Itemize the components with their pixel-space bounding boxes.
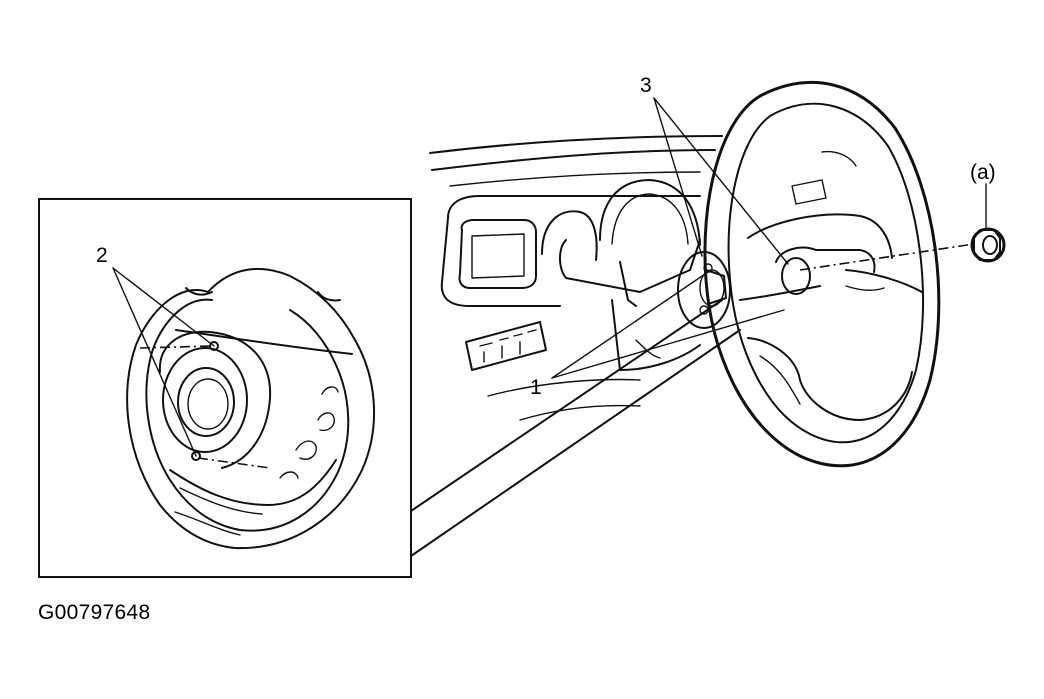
leader-1-upper xyxy=(551,271,709,379)
steering-column-edge xyxy=(619,261,637,307)
inset-cover-mark-4 xyxy=(279,471,299,479)
inset-cover-mark-3 xyxy=(321,386,339,395)
leader-3-wheel xyxy=(653,97,789,265)
wheel-inner-rim xyxy=(727,102,925,444)
dash-top-line-1 xyxy=(429,135,723,154)
wheel-outer-rim xyxy=(703,81,941,468)
inset-screw-hole-upper xyxy=(209,341,219,351)
callout-1: 1 xyxy=(530,376,542,399)
inset-centerline-upper xyxy=(139,345,213,349)
wheel-emblem-block xyxy=(791,179,827,205)
inset-wheel-inner-rim xyxy=(145,298,350,532)
inset-hub-center-inner xyxy=(187,378,229,430)
switch-panel xyxy=(465,321,547,371)
dash-top-line-3 xyxy=(449,171,701,187)
wheel-rim-contour xyxy=(821,150,857,167)
switch-panel-buttons xyxy=(479,329,537,347)
steering-shaft-end xyxy=(705,269,727,305)
dash-lower-line-1 xyxy=(487,378,641,397)
inset-hub-housing xyxy=(158,330,272,469)
wheel-hub-right-boss xyxy=(845,285,885,291)
wheel-lower-spoke xyxy=(747,337,913,421)
wheel-lower-spoke-edge xyxy=(759,355,801,405)
detail-inset: 2 xyxy=(38,198,412,578)
nut-bore xyxy=(982,235,998,255)
leader-1-lower xyxy=(551,309,785,379)
gauge-box-left-outer xyxy=(458,219,537,289)
detail-inset-frame xyxy=(38,198,412,578)
shaft-centerline xyxy=(799,243,975,271)
inset-lower-spoke-edge xyxy=(179,487,263,515)
inset-cover-mark-1 xyxy=(295,440,317,460)
column-shroud-detail xyxy=(635,339,661,359)
leader-2-lower xyxy=(112,267,197,457)
inset-rim-notch xyxy=(317,291,341,302)
inset-hub-boss xyxy=(162,347,248,453)
wheel-hub-frame xyxy=(775,246,876,273)
inset-connector-lower xyxy=(410,329,741,557)
switch-panel-dividers xyxy=(483,341,521,363)
inset-wheel-outer-rim xyxy=(126,267,376,550)
wheel-left-spoke xyxy=(739,285,821,301)
callout-2: 2 xyxy=(96,244,108,267)
inset-upper-spoke xyxy=(175,329,353,355)
gauge-box-left-inner xyxy=(471,233,525,279)
dash-top-line-2 xyxy=(431,149,716,171)
gauge-middle xyxy=(541,210,598,261)
inset-cover-mark-2 xyxy=(317,412,335,432)
cluster-left-side xyxy=(440,217,561,307)
gauge-right-inner xyxy=(611,193,689,245)
inset-connector-upper xyxy=(410,299,723,512)
callout-3: 3 xyxy=(640,74,652,97)
inset-hub-center-outer xyxy=(177,367,235,437)
leader-3-shaft xyxy=(653,97,703,257)
gauge-right xyxy=(599,179,701,246)
inset-screw-hole-lower xyxy=(191,451,201,461)
dashboard xyxy=(429,135,731,421)
inset-centerline-lower xyxy=(197,457,271,469)
dash-lower-line-2 xyxy=(519,404,641,421)
inset-lower-spoke xyxy=(169,459,337,506)
leader-2-upper xyxy=(112,267,215,347)
shaft-hole-lower xyxy=(699,305,709,315)
steering-column xyxy=(559,239,701,293)
callout-a: (a) xyxy=(970,161,996,184)
inset-rim-notch-left xyxy=(185,287,213,296)
wheel-pad-top xyxy=(747,213,893,259)
wheel-hub-opening xyxy=(781,257,811,295)
figure-id: G00797648 xyxy=(38,601,151,624)
wheel-right-spoke xyxy=(845,269,923,293)
nut-hex xyxy=(973,229,1001,261)
column-lower-shroud xyxy=(611,299,701,371)
cluster-top xyxy=(447,195,701,219)
steering-nut: (a) xyxy=(970,161,1006,263)
steering-wheel xyxy=(703,81,975,468)
inset-lower-contour xyxy=(174,511,241,536)
